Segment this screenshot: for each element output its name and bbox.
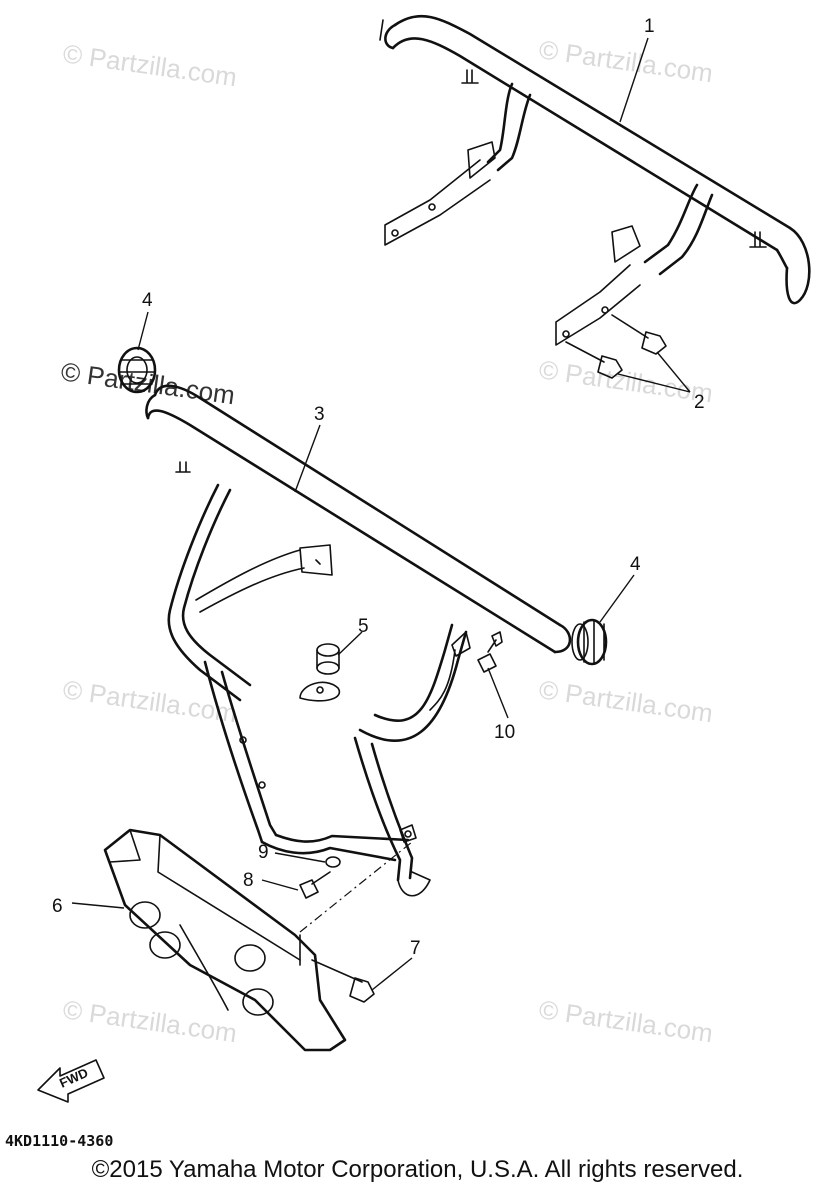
- watermark: © Partzilla.com: [537, 674, 715, 728]
- callout-6: 6: [52, 896, 63, 917]
- callout-2: 2: [694, 392, 705, 413]
- watermarks: © Partzilla.com © Partzilla.com © Partzi…: [59, 34, 715, 1048]
- part-1-rear-guard: [379, 14, 811, 346]
- part-10-bolt: [477, 631, 503, 673]
- watermark: © Partzilla.com: [61, 674, 239, 728]
- part-6-skid-plate: [103, 828, 347, 1052]
- part-4-grommet-right: [571, 618, 608, 666]
- watermark: © Partzilla.com: [537, 34, 715, 88]
- callout-labels: 1 2 3 4 4 5 6 7 8 9 10: [52, 16, 705, 959]
- callout-4-right: 4: [630, 554, 641, 575]
- callout-8: 8: [243, 870, 254, 891]
- forward-arrow-icon: FWD: [37, 1059, 105, 1103]
- part-5-collar: [316, 643, 340, 675]
- diagram-code: 4KD1110-4360: [5, 1132, 113, 1150]
- callout-9: 9: [258, 842, 269, 863]
- part-7-bolt: [311, 959, 375, 1003]
- part-8-bolt: [299, 871, 331, 899]
- watermark: © Partzilla.com: [61, 994, 239, 1048]
- part-9-washer: [325, 856, 341, 868]
- callout-1: 1: [644, 16, 655, 37]
- watermark: © Partzilla.com: [537, 354, 715, 408]
- part-3-front-guard: [145, 384, 572, 897]
- watermark: © Partzilla.com: [537, 994, 715, 1048]
- callout-3: 3: [314, 404, 325, 425]
- watermark: © Partzilla.com: [61, 38, 239, 92]
- callout-5: 5: [358, 616, 369, 637]
- callout-4-left: 4: [142, 290, 153, 311]
- part-4-grommet-left: [117, 346, 157, 394]
- callout-10: 10: [494, 722, 515, 743]
- copyright-notice: ©2015 Yamaha Motor Corporation, U.S.A. A…: [91, 1156, 744, 1183]
- part-2-bolts: [565, 314, 667, 379]
- callout-7: 7: [410, 938, 421, 959]
- leader-lines: [71, 37, 691, 991]
